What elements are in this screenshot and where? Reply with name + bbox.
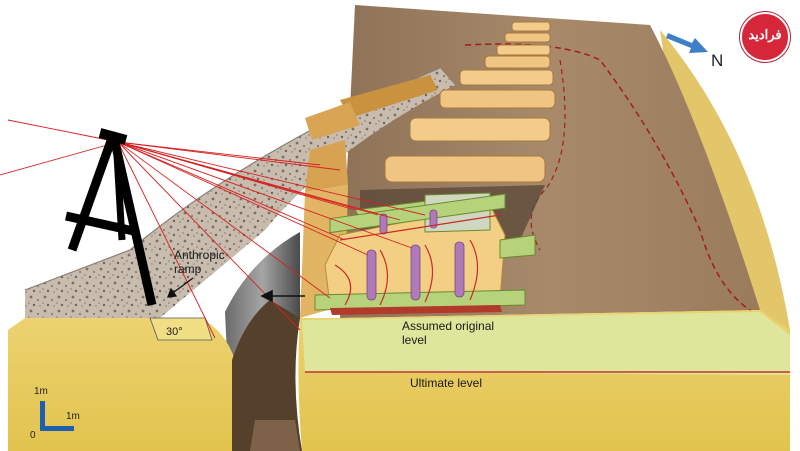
trench-arrow [260, 289, 305, 303]
dashed-outline-inner [530, 59, 566, 251]
sight-lines [0, 119, 426, 339]
edge-timber-top2 [305, 102, 360, 140]
scale-vertical-label: 1m [34, 386, 48, 397]
north-arrow [666, 33, 708, 53]
trench-shaft [232, 300, 302, 451]
timber-beams [384, 21, 556, 183]
anthropic-ramp-label: Anthropic ramp [174, 248, 225, 276]
assumed-level-strip [302, 312, 790, 375]
logo-text: فرادید [748, 27, 782, 42]
assumed-original-level-label: Assumed original level [402, 319, 495, 347]
ramp-arrow [167, 277, 194, 298]
timber-post [305, 140, 348, 192]
slope-angle-label: 30° [166, 326, 183, 338]
slope-notch [149, 317, 213, 341]
pillars [366, 209, 465, 301]
edge-timber-top [340, 75, 438, 118]
ground-front-left [8, 318, 235, 451]
lashing-ropes [334, 214, 501, 306]
north-label: N [711, 51, 724, 70]
scale-origin-label: 0 [30, 430, 36, 441]
watermark-logo: فرادید [740, 12, 790, 62]
scale-bar [40, 401, 74, 431]
ultimate-level-label: Ultimate level [410, 376, 483, 390]
trench-shaft-light [250, 420, 300, 451]
scale-horizontal-label: 1m [66, 411, 80, 422]
tripod [65, 128, 157, 306]
gravel-berm [25, 68, 455, 318]
